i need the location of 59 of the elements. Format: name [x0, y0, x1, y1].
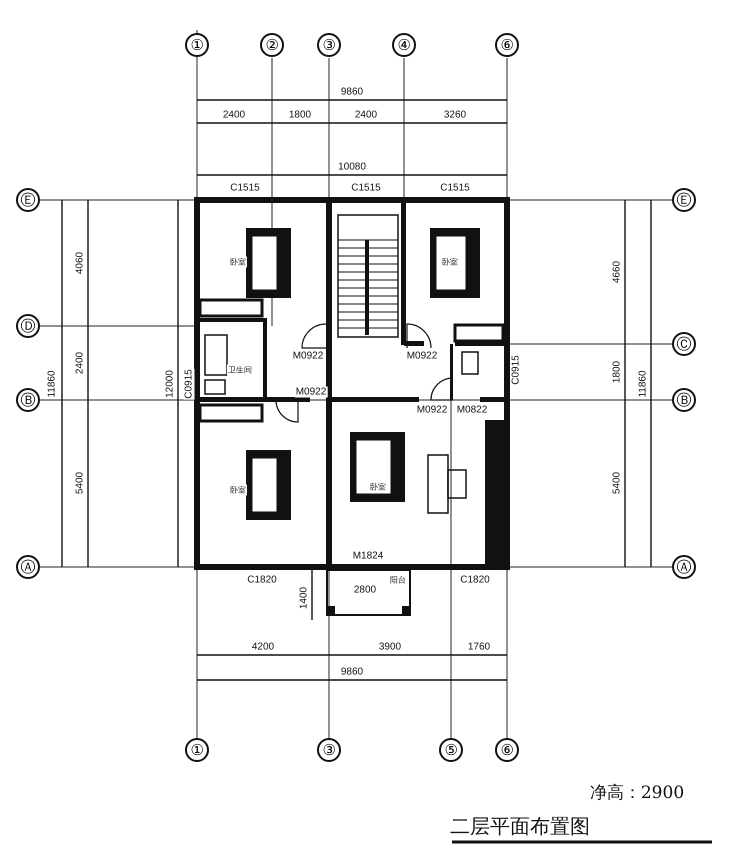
room-name: 卫生间: [227, 364, 253, 376]
opening-code: C0915: [510, 354, 522, 386]
room-name: 卧室: [229, 484, 247, 496]
opening-code: M0922: [292, 350, 324, 362]
opening-code: M0822: [456, 404, 488, 416]
axis-bubble: Ⓒ: [672, 332, 696, 356]
axis-bubble: ②: [260, 33, 284, 57]
opening-code: M1824: [352, 550, 384, 562]
opening-code: C1820: [459, 574, 491, 586]
dimension-text: 4060: [74, 250, 86, 276]
opening-code: C1515: [439, 182, 471, 194]
axis-bubble: Ⓑ: [16, 388, 40, 412]
opening-code: M0922: [416, 404, 448, 416]
dimension-text: 2800: [352, 584, 378, 596]
dimension-text: 1800: [612, 360, 622, 384]
axis-bubble: ③: [317, 33, 341, 57]
axis-bubble: ③: [317, 738, 341, 762]
opening-code: M0922: [294, 386, 328, 398]
dimension-text: 2400: [74, 350, 86, 376]
axis-bubble: Ⓔ: [16, 188, 40, 212]
axis-bubble: ⑥: [495, 33, 519, 57]
room-name: 卧室: [441, 256, 459, 268]
dimension-text: 11860: [638, 369, 648, 399]
room-name: 卧室: [229, 256, 247, 268]
dimension-text: 5400: [612, 470, 622, 496]
clear-height-note: 净高：2900: [588, 783, 686, 803]
axis-bubble: Ⓐ: [672, 555, 696, 579]
dimension-text: 2400: [354, 110, 378, 120]
dimension-text: 1800: [288, 110, 312, 120]
axis-bubble: ①: [185, 33, 209, 57]
dimension-text: 4660: [612, 260, 622, 284]
dimension-text: 1400: [298, 586, 310, 610]
axis-bubble: ⑥: [495, 738, 519, 762]
dimension-text: 5400: [74, 470, 86, 496]
opening-code: C0915: [184, 368, 194, 400]
opening-code: C1820: [246, 574, 278, 586]
room-name: 卧室: [369, 482, 387, 492]
axis-bubble: Ⓑ: [672, 388, 696, 412]
dimension-text: 4200: [250, 642, 276, 652]
opening-code: C1515: [350, 182, 382, 194]
axis-bubble: ④: [392, 33, 416, 57]
room-name: 阳台: [389, 574, 407, 586]
dimension-text: 11860: [46, 369, 58, 399]
axis-bubble: ⑤: [439, 738, 463, 762]
axis-bubble: ①: [185, 738, 209, 762]
axis-bubble: Ⓓ: [16, 314, 40, 338]
dimension-text: 10080: [337, 162, 367, 172]
dimension-text: 9860: [340, 86, 364, 98]
opening-code: M0922: [406, 350, 438, 362]
dimension-text: 3260: [442, 110, 468, 120]
dimension-text: 3900: [378, 642, 402, 652]
dimension-text: 9860: [340, 666, 364, 678]
axis-bubble: Ⓔ: [672, 188, 696, 212]
dimension-text: 2400: [222, 110, 246, 120]
dimension-text: 12000: [164, 369, 176, 399]
drawing-caption: 二层平面布置图: [449, 814, 591, 838]
dimension-text: 1760: [466, 642, 492, 652]
axis-bubble: Ⓐ: [16, 555, 40, 579]
opening-code: C1515: [229, 182, 261, 194]
